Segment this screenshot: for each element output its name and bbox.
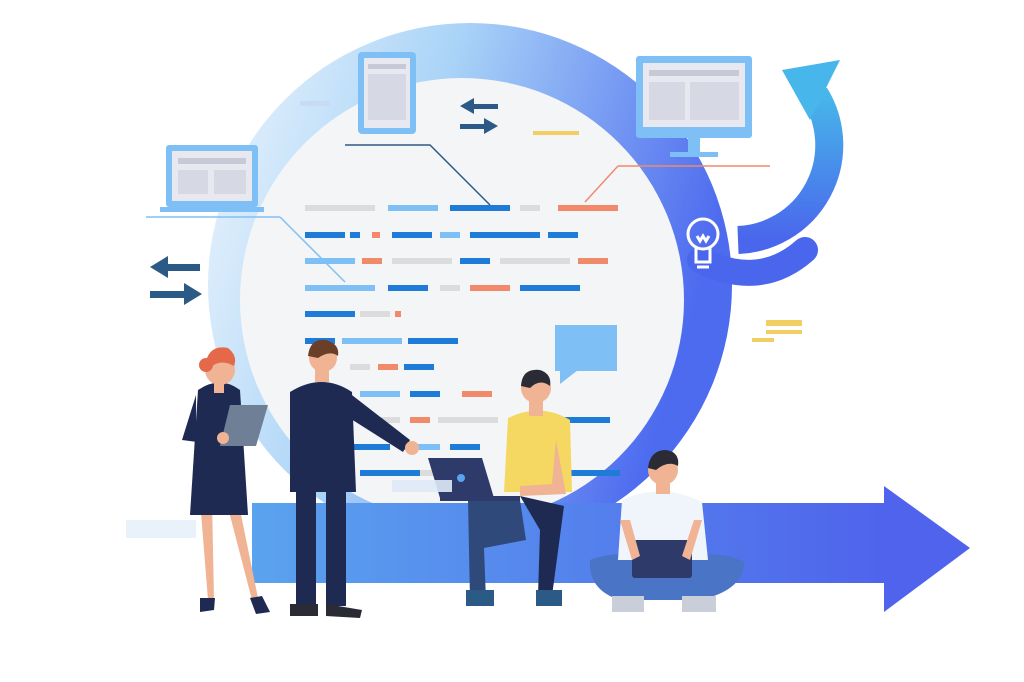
man-with-laptop [428, 369, 572, 606]
task-bar [408, 338, 458, 344]
swap-arrows-icon [150, 256, 202, 305]
task-bar [404, 364, 434, 370]
task-bar [392, 232, 432, 238]
task-bar [305, 232, 345, 238]
task-bar [305, 258, 355, 264]
monitor-icon [584, 56, 770, 203]
task-board [305, 205, 620, 476]
task-bar [360, 470, 420, 476]
task-bar [578, 258, 608, 264]
laptop-icon [146, 145, 346, 283]
forward-arrow-icon [252, 486, 970, 612]
chat-bubble-icon [555, 325, 617, 384]
task-bar [305, 205, 375, 211]
task-bar [350, 364, 370, 370]
task-bar [520, 285, 580, 291]
task-bar [500, 258, 570, 264]
task-bar [400, 444, 440, 450]
task-bar [440, 285, 460, 291]
task-bar [392, 258, 452, 264]
task-bar [520, 205, 540, 211]
task-bar [470, 232, 540, 238]
task-bar [388, 205, 438, 211]
task-bar [540, 417, 610, 423]
task-bar [360, 391, 400, 397]
task-bar [342, 338, 402, 344]
ground-splash [126, 480, 452, 538]
lightbulb-icon [686, 217, 720, 269]
task-bar [372, 232, 380, 238]
task-bar [410, 391, 440, 397]
task-bar [410, 417, 430, 423]
task-bar [460, 258, 490, 264]
task-bar [360, 311, 390, 317]
task-bar [388, 285, 428, 291]
man-in-suit [290, 339, 419, 618]
task-bar [395, 311, 401, 317]
swap-arrows-icon [460, 98, 498, 134]
task-bar [378, 364, 398, 370]
task-bar [462, 391, 492, 397]
man-sitting-cross-legged [589, 450, 744, 612]
task-bar [305, 311, 355, 317]
woman-with-tablet [182, 347, 270, 614]
task-bar [438, 417, 498, 423]
task-bar [548, 232, 578, 238]
decorative-dashes [300, 101, 802, 342]
task-bar [470, 285, 510, 291]
task-bar [570, 470, 620, 476]
task-bar [450, 444, 480, 450]
task-bar [450, 205, 510, 211]
task-bar [350, 232, 360, 238]
task-bar [362, 258, 382, 264]
task-bar [305, 285, 375, 291]
cycle-arrow-icon [687, 60, 844, 286]
task-bar [350, 444, 390, 450]
task-bar [558, 205, 618, 211]
task-bar [440, 232, 460, 238]
tablet-icon [345, 52, 491, 206]
